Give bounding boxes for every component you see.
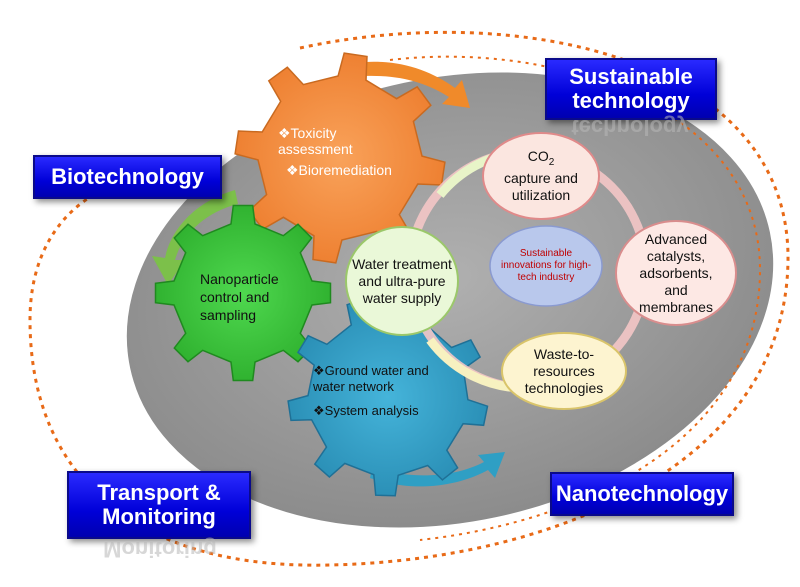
blue-gear-text: ❖Ground water and water network ❖System … xyxy=(313,363,463,419)
banner-line: Sustainable xyxy=(569,64,693,89)
co2-subscript: 2 xyxy=(548,156,555,168)
blue-gear-item: ❖System analysis xyxy=(313,403,419,418)
transport-monitoring-banner: Transport & Monitoring xyxy=(67,471,251,539)
co2-circle xyxy=(482,132,600,220)
center-label: Sustainable innovations for high-tech in… xyxy=(500,248,592,283)
blue-gear-item: ❖Ground water and water network xyxy=(313,363,429,394)
sustainable-technology-banner: Sustainable technology xyxy=(545,58,717,120)
left-green-arrow-icon xyxy=(152,190,238,285)
co2-description: capture and utilization xyxy=(504,170,578,204)
water-label: Water treatment and ultra-pure water sup… xyxy=(352,255,452,306)
top-orange-arrow-icon xyxy=(365,61,470,108)
co2-formula: CO2 xyxy=(528,148,555,171)
co2-prefix: CO xyxy=(527,147,549,164)
banner-line: Monitoring xyxy=(102,504,216,529)
bottom-blue-arrow-icon xyxy=(370,452,505,487)
orange-gear-item: ❖Toxicity assessment xyxy=(278,125,353,157)
biotechnology-banner: Biotechnology xyxy=(33,155,222,199)
orange-gear-text: ❖Toxicity assessment ❖Bioremediation xyxy=(278,125,423,178)
co2-label: CO2 capture and utilization xyxy=(490,142,592,210)
waste-circle xyxy=(501,332,627,410)
catalysts-circle xyxy=(615,220,737,326)
orange-gear-item: ❖Bioremediation xyxy=(286,162,392,178)
center-circle xyxy=(489,225,603,307)
waste-label: Waste-to-resources technologies xyxy=(524,345,604,396)
green-gear-text: Nanoparticle control and sampling xyxy=(200,271,279,323)
catalysts-label: Advanced catalysts, adsorbents, and memb… xyxy=(639,230,713,315)
water-circle xyxy=(345,226,459,336)
banner-line: technology xyxy=(572,88,690,113)
banner-line: Transport & xyxy=(97,480,221,505)
nanotechnology-banner: Nanotechnology xyxy=(550,472,734,516)
transport-monitoring-reflection: Monitoring xyxy=(103,537,217,562)
sustainable-technology-reflection: technology xyxy=(571,115,689,140)
